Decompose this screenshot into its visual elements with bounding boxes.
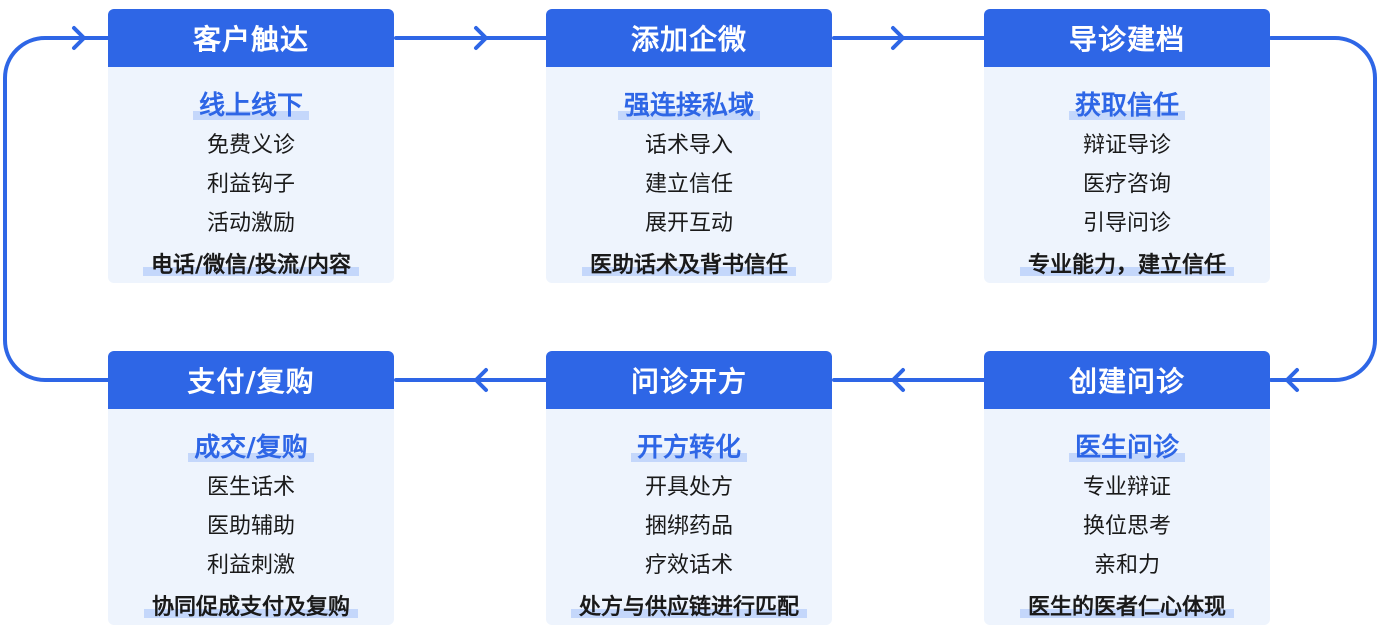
card-subtitle: 强连接私域 xyxy=(617,85,761,122)
card-title: 导诊建档 xyxy=(984,9,1270,67)
card-summary: 协同促成支付及复购 xyxy=(143,589,359,621)
card-title: 问诊开方 xyxy=(546,351,832,409)
card-item-list: 医生话术 医助辅助 利益刺激 xyxy=(108,468,394,585)
card-item: 活动激励 xyxy=(206,211,295,236)
card-summary: 专业能力，建立信任 xyxy=(1019,247,1235,279)
card-item: 医生话术 xyxy=(206,475,295,500)
card-summary: 电话/微信/投流/内容 xyxy=(142,247,360,279)
card-item-list: 专业辩证 换位思考 亲和力 xyxy=(984,468,1270,585)
card-item: 话术导入 xyxy=(644,133,733,158)
card-triage-record: 导诊建档 获取信任 辩证导诊 医疗咨询 引导问诊 专业能力，建立信任 xyxy=(984,9,1270,283)
card-item: 辩证导诊 xyxy=(1082,133,1171,158)
card-summary: 处方与供应链进行匹配 xyxy=(570,589,808,621)
card-item-list: 开具处方 捆绑药品 疗效话术 xyxy=(546,468,832,585)
card-item: 利益钩子 xyxy=(206,172,295,197)
card-summary: 医助话术及背书信任 xyxy=(581,247,797,279)
card-summary: 医生的医者仁心体现 xyxy=(1019,589,1235,621)
card-subtitle: 开方转化 xyxy=(630,427,748,464)
card-item: 疗效话术 xyxy=(644,553,733,578)
card-customer-reach: 客户触达 线上线下 免费义诊 利益钩子 活动激励 电话/微信/投流/内容 xyxy=(108,9,394,283)
arrowhead-3-6 xyxy=(1285,368,1299,392)
card-subtitle: 成交/复购 xyxy=(188,427,314,464)
connector-3-6 xyxy=(1269,36,1377,382)
card-item: 建立信任 xyxy=(644,172,733,197)
card-consult-prescribe: 问诊开方 开方转化 开具处方 捆绑药品 疗效话术 处方与供应链进行匹配 xyxy=(546,351,832,625)
card-item-list: 辩证导诊 医疗咨询 引导问诊 xyxy=(984,126,1270,243)
card-title: 客户触达 xyxy=(108,9,394,67)
arrowhead-1-2 xyxy=(474,26,488,50)
card-item: 引导问诊 xyxy=(1082,211,1171,236)
arrowhead-2-3 xyxy=(891,26,905,50)
arrowhead-5-4 xyxy=(474,368,488,392)
card-item: 医助辅助 xyxy=(206,514,295,539)
card-item: 医疗咨询 xyxy=(1082,172,1171,197)
card-subtitle: 线上线下 xyxy=(192,85,310,122)
card-title: 添加企微 xyxy=(546,9,832,67)
card-payment-repurchase: 支付/复购 成交/复购 医生话术 医助辅助 利益刺激 协同促成支付及复购 xyxy=(108,351,394,625)
card-title: 创建问诊 xyxy=(984,351,1270,409)
card-item: 开具处方 xyxy=(644,475,733,500)
card-item: 换位思考 xyxy=(1082,514,1171,539)
card-subtitle: 医生问诊 xyxy=(1068,427,1186,464)
card-item-list: 话术导入 建立信任 展开互动 xyxy=(546,126,832,243)
card-create-consultation: 创建问诊 医生问诊 专业辩证 换位思考 亲和力 医生的医者仁心体现 xyxy=(984,351,1270,625)
card-item: 亲和力 xyxy=(1093,553,1160,578)
card-add-wecom: 添加企微 强连接私域 话术导入 建立信任 展开互动 医助话术及背书信任 xyxy=(546,9,832,283)
card-item: 专业辩证 xyxy=(1082,475,1171,500)
card-item: 利益刺激 xyxy=(206,553,295,578)
card-title: 支付/复购 xyxy=(108,351,394,409)
arrowhead-6-5 xyxy=(891,368,905,392)
card-item-list: 免费义诊 利益钩子 活动激励 xyxy=(108,126,394,243)
card-item: 免费义诊 xyxy=(206,133,295,158)
connector-4-1 xyxy=(3,36,110,382)
card-item: 捆绑药品 xyxy=(644,514,733,539)
arrowhead-4-1 xyxy=(72,26,86,50)
card-item: 展开互动 xyxy=(644,211,733,236)
card-subtitle: 获取信任 xyxy=(1068,85,1186,122)
